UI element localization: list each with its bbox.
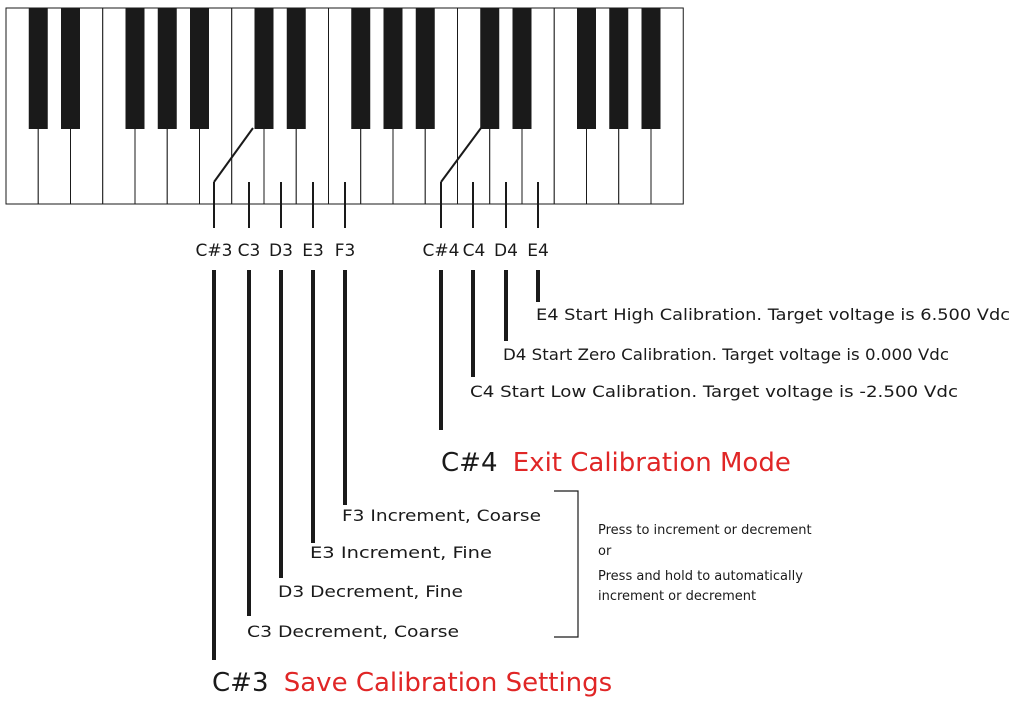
note-line-2: or bbox=[598, 544, 612, 559]
black-key bbox=[254, 8, 274, 129]
key-label-f3: F3 bbox=[335, 241, 356, 261]
black-key bbox=[125, 8, 145, 129]
key-label-e3: E3 bbox=[302, 241, 324, 261]
black-key bbox=[512, 8, 532, 129]
note-line-3: Press and hold to automatically bbox=[598, 569, 803, 584]
note-line-1: Press to increment or decrement bbox=[598, 523, 812, 538]
black-key bbox=[286, 8, 306, 129]
black-key bbox=[28, 8, 48, 129]
function-cs4-key: C#4 bbox=[441, 448, 497, 478]
key-label-d4: D4 bbox=[494, 241, 518, 261]
black-key bbox=[351, 8, 371, 129]
key-label-e4: E4 bbox=[527, 241, 549, 261]
black-key bbox=[383, 8, 403, 129]
black-key bbox=[415, 8, 435, 129]
black-key bbox=[61, 8, 80, 129]
function-f3: F3 Increment, Coarse bbox=[342, 506, 541, 525]
function-e3: E3 Increment, Fine bbox=[310, 543, 492, 562]
key-connectors bbox=[213, 127, 539, 228]
function-d3: D3 Decrement, Fine bbox=[278, 582, 463, 601]
black-key bbox=[609, 8, 629, 129]
connector-cs3-diagonal bbox=[213, 127, 254, 183]
key-labels: C#3 C3 D3 E3 F3 C#4 C4 D4 E4 bbox=[196, 241, 549, 261]
key-label-c3: C3 bbox=[238, 241, 261, 261]
increment-note: Press to increment or decrement or Press… bbox=[598, 523, 812, 604]
key-label-c4: C4 bbox=[463, 241, 486, 261]
function-cs3: C#3 Save Calibration Settings bbox=[212, 668, 612, 698]
function-cs4: C#4 Exit Calibration Mode bbox=[441, 448, 791, 478]
black-key bbox=[480, 8, 500, 129]
function-cs4-action: Exit Calibration Mode bbox=[513, 448, 791, 478]
connector-cs4-diagonal bbox=[440, 127, 482, 183]
black-key bbox=[190, 8, 209, 129]
key-label-cs4: C#4 bbox=[423, 241, 460, 261]
function-c3: C3 Decrement, Coarse bbox=[247, 622, 459, 641]
function-cs3-action: Save Calibration Settings bbox=[284, 668, 612, 698]
key-label-d3: D3 bbox=[269, 241, 293, 261]
leader-lines bbox=[212, 270, 540, 660]
black-key bbox=[577, 8, 596, 129]
black-key bbox=[641, 8, 661, 129]
piano-keyboard bbox=[5, 7, 684, 205]
note-line-4: increment or decrement bbox=[598, 589, 756, 604]
increment-bracket bbox=[554, 490, 579, 638]
black-key bbox=[157, 8, 177, 129]
function-cs3-key: C#3 bbox=[212, 668, 268, 698]
function-d4: D4 Start Zero Calibration. Target voltag… bbox=[503, 345, 949, 364]
function-c4: C4 Start Low Calibration. Target voltage… bbox=[470, 382, 958, 401]
function-e4: E4 Start High Calibration. Target voltag… bbox=[536, 305, 1010, 324]
function-descriptions: E4 Start High Calibration. Target voltag… bbox=[212, 305, 1010, 698]
key-label-cs3: C#3 bbox=[196, 241, 233, 261]
